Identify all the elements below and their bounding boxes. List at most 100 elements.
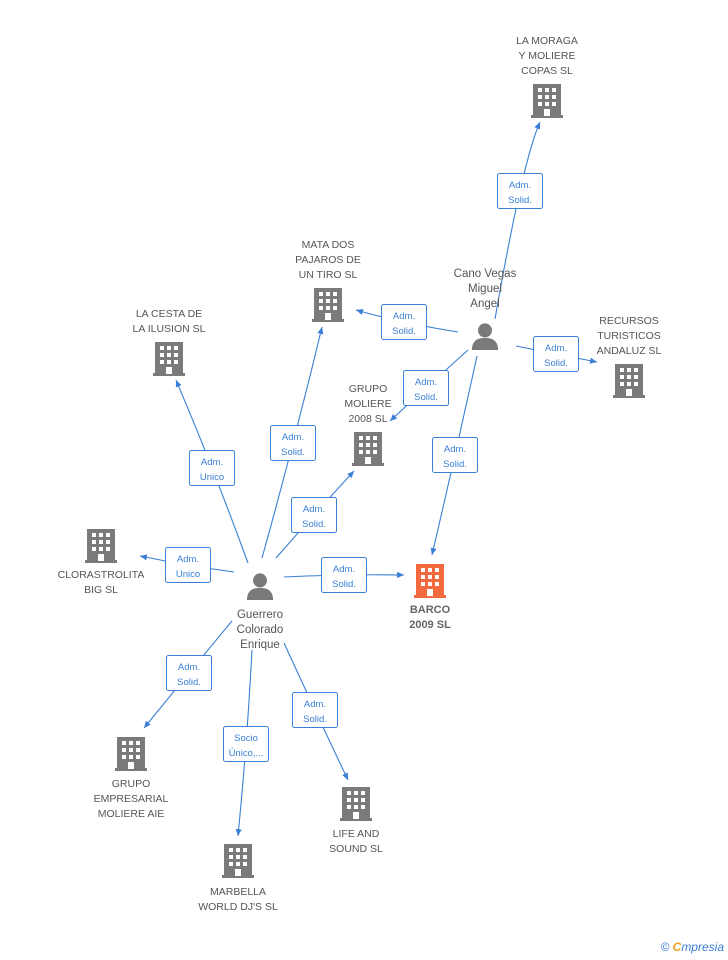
- entity-nodes: LA MORAGA Y MOLIERE COPAS SL MATA DOS PAJARO…: [58, 35, 662, 913]
- person-name-line: Enrique: [240, 639, 280, 651]
- role-badge[interactable]: SocioÚnico,...: [223, 726, 269, 762]
- role-text: Solid.: [443, 459, 467, 470]
- brand-name: mpresia: [681, 940, 724, 954]
- company-name-line: COPAS SL: [521, 65, 573, 77]
- role-badge-box: [165, 547, 211, 583]
- role-badge[interactable]: Adm.Solid.: [497, 173, 543, 209]
- role-text: Unico: [176, 569, 200, 580]
- copyright-symbol: ©: [660, 940, 670, 954]
- role-badge[interactable]: Adm. Solid.: [291, 497, 337, 533]
- role-badge[interactable]: Adm. Unico: [165, 547, 211, 583]
- company-node-clorastrolita[interactable]: CLORASTROLITA BIG SL: [58, 529, 145, 596]
- role-text: Solid.: [392, 326, 416, 337]
- role-badge-box: [189, 450, 235, 486]
- role-text: Adm.: [178, 662, 200, 673]
- role-badge[interactable]: Adm. Solid.: [403, 370, 449, 406]
- role-text: Adm.: [304, 699, 326, 710]
- company-name-line: ANDALUZ SL: [597, 345, 662, 357]
- role-text: Adm.: [393, 311, 415, 322]
- role-text: Adm.: [282, 432, 304, 443]
- company-name-line: LA MORAGA: [516, 35, 578, 47]
- company-name-line: TURISTICOS: [597, 330, 661, 342]
- company-node-la-cesta[interactable]: LA CESTA DE LA ILUSION SL: [133, 308, 206, 376]
- building-icon: [340, 787, 372, 821]
- company-name-line: SOUND SL: [329, 843, 383, 855]
- role-text: Solid.: [303, 714, 327, 725]
- building-icon: [531, 84, 563, 118]
- company-name-line: LA ILUSION SL: [133, 323, 206, 335]
- role-text: Solid.: [332, 579, 356, 590]
- building-icon: [312, 288, 344, 322]
- company-name-line: BARCO: [410, 604, 451, 616]
- company-name-line: BIG SL: [84, 584, 118, 596]
- role-badge[interactable]: Adm. Solid.: [432, 437, 478, 473]
- relationship-role-labels: Adm. Solid. Adm. Solid. Adm. Solid. Adm. Solid.…: [165, 173, 579, 762]
- role-badge[interactable]: Adm. Solid.: [292, 692, 338, 728]
- company-name-line: MARBELLA: [210, 886, 266, 898]
- company-node-recursos-turisticos[interactable]: RECURSOS TURISTICOS ANDALUZ SL: [597, 315, 662, 398]
- person-name-line: Colorado: [237, 624, 284, 636]
- role-text: Adm.: [509, 180, 531, 191]
- role-badge[interactable]: Adm. Solid.: [321, 557, 367, 593]
- building-icon: [222, 844, 254, 878]
- role-badge-box: [166, 655, 212, 691]
- building-icon: [85, 529, 117, 563]
- role-badge-box: [381, 304, 427, 340]
- role-badge-box: [533, 336, 579, 372]
- person-name-line: Cano Vegas: [454, 268, 517, 280]
- company-name-line: 2008 SL: [348, 413, 387, 425]
- company-name-line: Y MOLIERE: [519, 50, 576, 62]
- role-text: Único,...: [229, 748, 264, 759]
- role-text: Adm.: [303, 504, 325, 515]
- company-name-line: PAJAROS DE: [295, 254, 361, 266]
- role-badge-box: [292, 692, 338, 728]
- role-text: Solid.: [302, 519, 326, 530]
- company-name-line: CLORASTROLITA: [58, 569, 145, 581]
- empresia-brand[interactable]: ©Cmpresia: [661, 940, 724, 954]
- role-badge-box: [223, 726, 269, 762]
- company-name-line: MATA DOS: [302, 239, 355, 251]
- building-icon: [613, 364, 645, 398]
- company-name-line: GRUPO: [112, 778, 151, 790]
- role-text: Adm.: [333, 564, 355, 575]
- company-node-la-moraga[interactable]: LA MORAGA Y MOLIERE COPAS SL: [516, 35, 578, 118]
- company-name-line: UN TIRO SL: [299, 269, 358, 281]
- company-name-line: LA CESTA DE: [136, 308, 202, 320]
- company-node-mata-dos-pajaros[interactable]: MATA DOS PAJAROS DE UN TIRO SL: [295, 239, 361, 322]
- role-text: Unico: [200, 472, 224, 483]
- person-icon: [471, 323, 499, 350]
- company-name-line: GRUPO: [349, 383, 388, 395]
- role-badge[interactable]: Adm. Solid.: [381, 304, 427, 340]
- building-icon: [352, 432, 384, 466]
- role-badge[interactable]: Adm.Unico: [189, 450, 235, 486]
- role-badge-box: [403, 370, 449, 406]
- role-text: Adm.: [177, 554, 199, 565]
- brand-initial: C: [672, 940, 682, 954]
- role-badge-box: [270, 425, 316, 461]
- company-name-line: MOLIERE AIE: [98, 808, 165, 820]
- role-badge-box: [432, 437, 478, 473]
- role-text: Adm.: [545, 343, 567, 354]
- company-name-line: RECURSOS: [599, 315, 659, 327]
- role-text: Solid.: [414, 392, 438, 403]
- role-text: Socio: [234, 733, 258, 744]
- role-badge-box: [321, 557, 367, 593]
- role-badge[interactable]: Adm.Solid.: [166, 655, 212, 691]
- role-badge[interactable]: Adm.Solid.: [533, 336, 579, 372]
- role-text: Adm.: [444, 444, 466, 455]
- building-icon: [414, 564, 446, 598]
- person-icon: [246, 573, 274, 600]
- role-text: Solid.: [281, 447, 305, 458]
- company-node-grupo-moliere-2008[interactable]: GRUPO MOLIERE 2008 SL: [344, 383, 392, 466]
- role-text: Adm.: [415, 377, 437, 388]
- building-icon: [115, 737, 147, 771]
- company-name-line: MOLIERE: [344, 398, 391, 410]
- role-badge[interactable]: Adm. Solid.: [270, 425, 316, 461]
